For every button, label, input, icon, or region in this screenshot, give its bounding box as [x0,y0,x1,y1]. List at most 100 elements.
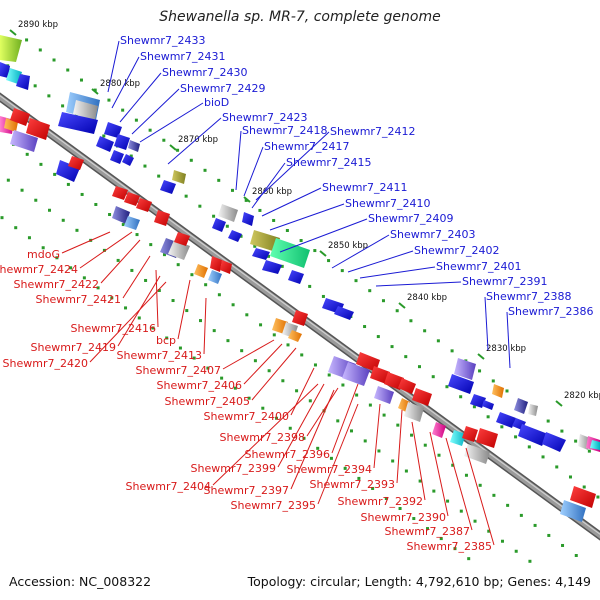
tick-dot [357,476,361,480]
reverse-gene-label: Shewmr7_2394 [287,463,372,476]
tick-dot [423,443,427,447]
tick-dot [212,329,216,333]
reverse-gene-arrow [412,388,432,406]
reverse-gene-arrow [174,232,190,246]
tick-dot [300,353,304,357]
forward-gene-arrow [114,134,130,150]
tick-dot [93,88,97,92]
reverse-gene-leader [331,383,359,454]
tick-dot [459,509,463,513]
tick-dot [459,395,463,399]
tick-dot [178,346,182,350]
tick-dot [396,423,400,427]
tick-dot [171,299,175,303]
reverse-gene-arrow [68,156,84,170]
tick-dot [404,469,408,473]
tick-dot [322,409,326,413]
tick-dot [134,118,138,122]
tick-dot [376,335,380,339]
tick-dot [363,325,367,329]
scale-tick [555,400,563,407]
reverse-gene-label: bcp [156,334,176,347]
tick-dot [41,246,45,250]
forward-gene-arrow [58,112,98,134]
forward-gene-arrow [448,374,474,394]
reverse-gene-leader [429,431,449,517]
tick-dot [426,527,430,531]
tick-dot [363,439,367,443]
tick-dot [220,376,224,380]
forward-gene-arrow [128,140,140,152]
reverse-gene-arrow [450,430,466,446]
tick-dot [464,473,468,477]
reverse-features [0,108,596,522]
reverse-gene-leader [306,387,339,437]
forward-gene-arrow [0,62,10,78]
tick-dot [162,253,166,257]
forward-gene-label: Shewmr7_2391 [462,275,547,288]
tick-dot [308,399,312,403]
tick-dot [368,403,372,407]
tick-dot [506,503,510,507]
forward-gene-label: Shewmr7_2418 [242,124,327,137]
tick-dot [528,559,532,563]
tick-dot [327,373,331,377]
tick-dot [124,306,128,310]
tick-dot [226,339,230,343]
forward-gene-arrow [104,122,122,138]
tick-dot [245,313,249,317]
tick-dot [533,523,537,527]
tick-dot [568,475,572,479]
tick-dot [225,224,229,228]
forward-gene-arrow [96,136,114,152]
forward-gene-leader [347,250,414,273]
reverse-gene-arrow [476,428,498,448]
tick-dot [259,323,263,327]
tick-dot [192,356,196,360]
tick-dot [66,68,70,72]
reverse-gene-label: Shewmr7_2397 [204,484,289,497]
reverse-gene-label: Shewmr7_2413 [117,349,202,362]
reverse-gene-arrow [10,130,38,152]
forward-gene-arrow [16,74,30,90]
reverse-gene-arrow [462,426,478,442]
reverse-gene-leader [222,339,275,370]
reverse-gene-label: Shewmr7_2420 [3,357,88,370]
scale-tick-label: 2840 kbp [407,293,447,303]
tick-dot [560,429,564,433]
forward-gene-label: Shewmr7_2403 [390,228,475,241]
tick-dot [48,208,52,212]
tick-dot [288,426,292,430]
tick-dot [355,393,359,397]
reverse-gene-arrow [464,444,490,464]
reverse-gene-label: Shewmr7_2419 [31,341,116,354]
tick-dot [453,547,457,551]
reverse-gene-label: mdoG [27,248,60,261]
tick-dot [14,226,18,230]
tick-dot [206,366,210,370]
tick-dot [437,453,441,457]
forward-gene-arrow [212,218,226,232]
tick-dot [47,94,51,98]
forward-gene-label: Shewmr7_2411 [322,181,407,194]
forward-gene-label: Shewmr7_2417 [264,140,349,153]
scale-tick-label: 2880 kbp [100,79,140,89]
scale-tick [398,302,406,309]
tick-dot [500,425,504,429]
tick-dot [439,537,443,541]
reverse-gene-label: Shewmr7_2387 [385,525,470,538]
tick-dot [157,288,161,292]
tick-dot [445,385,449,389]
reverse-gene-arrow [342,362,370,386]
reverse-gene-arrow [112,206,130,224]
tick-dot [431,375,435,379]
tick-dot [316,446,320,450]
tick-dot [55,256,59,260]
reverse-gene-leader [155,269,159,328]
forward-gene-arrow [122,154,134,166]
forward-gene-label: Shewmr7_2431 [140,50,225,63]
tick-dot [299,239,303,243]
tick-dot [230,188,234,192]
tick-dot [327,259,331,263]
